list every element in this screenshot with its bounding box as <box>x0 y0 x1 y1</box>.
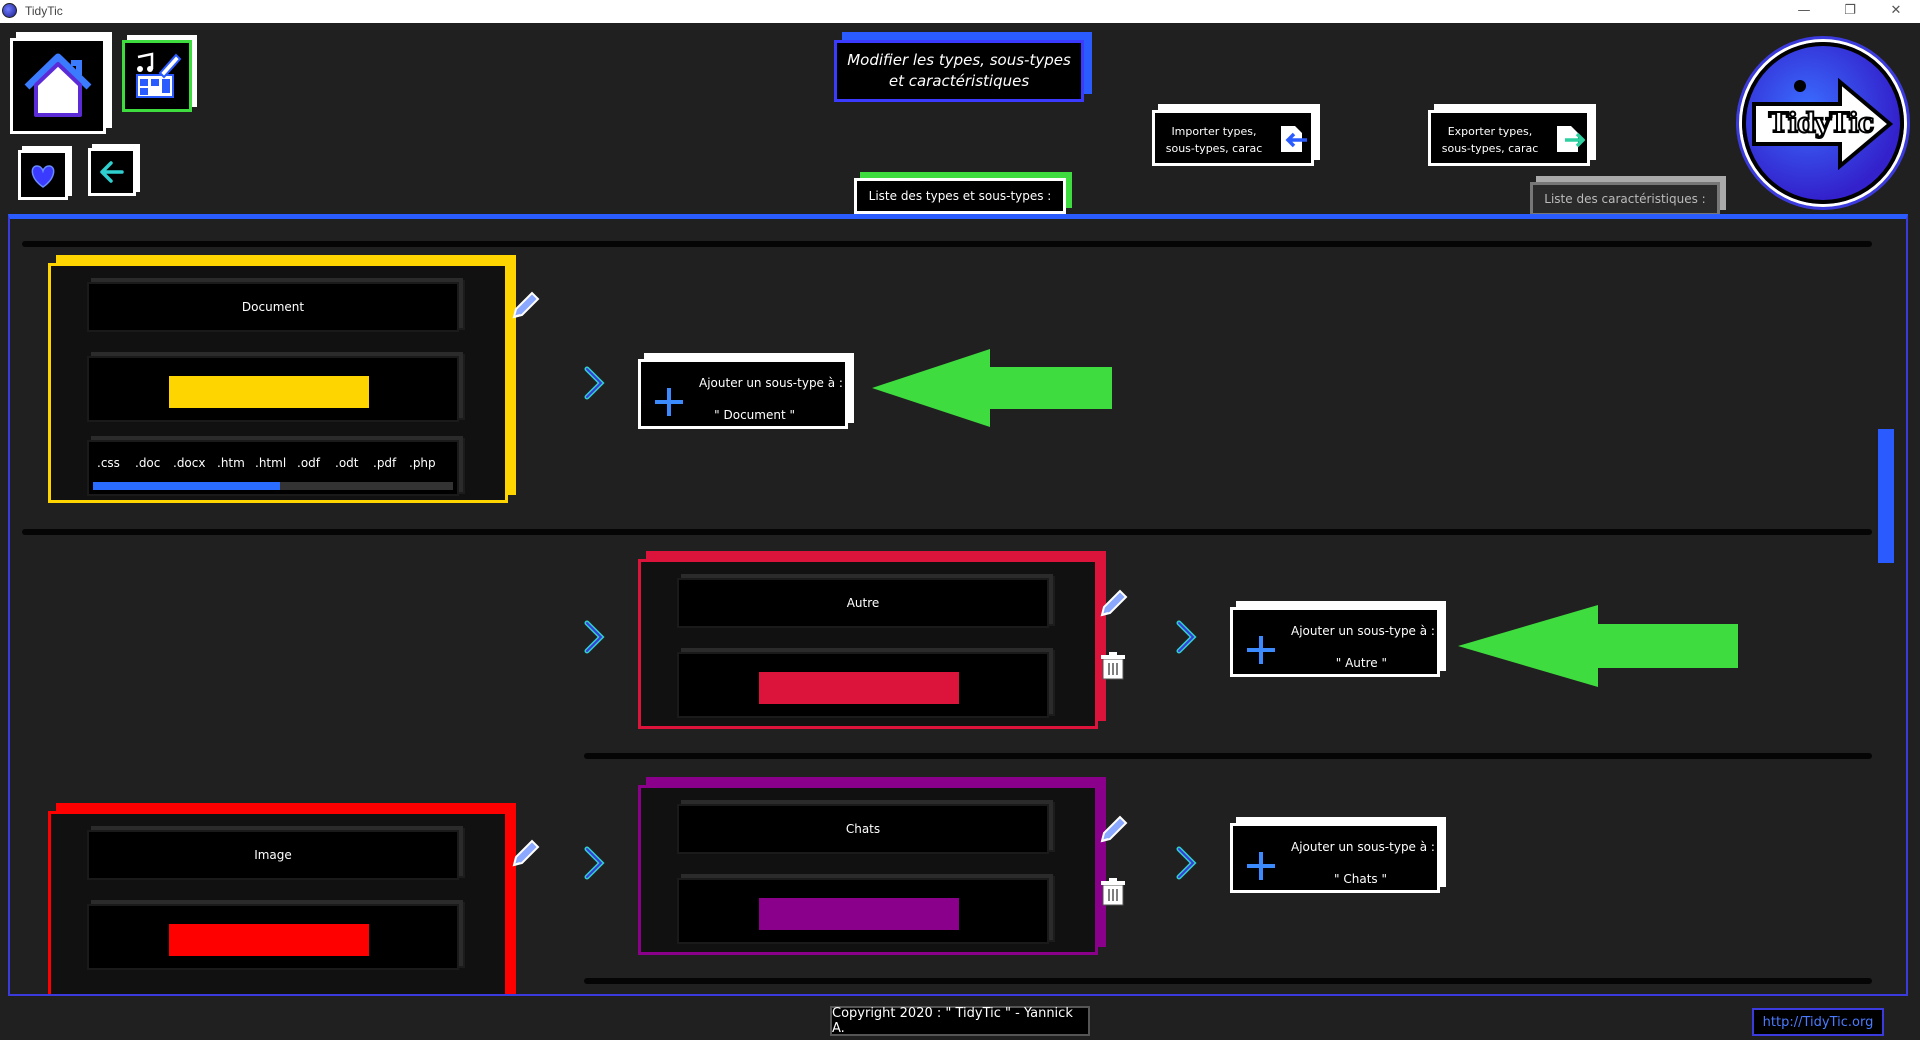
separator <box>22 241 1872 247</box>
page-title: Modifier les types, sous-types et caract… <box>834 40 1084 102</box>
extensions-list: .css .doc .docx .htm .html .odf .odt .pd… <box>87 440 459 496</box>
green-arrow-icon <box>1458 605 1738 687</box>
import-icon <box>1281 126 1307 152</box>
logo-arrow-icon <box>1752 77 1894 171</box>
add-subtype-target: " Document " <box>714 408 795 422</box>
add-subtype-autre-button[interactable]: Ajouter un sous-type à : " Autre " <box>1230 607 1440 677</box>
import-button[interactable]: Importer types, sous-types, carac <box>1152 110 1314 166</box>
type-name: Image <box>87 830 459 880</box>
extension: .html <box>255 456 287 470</box>
extensions-scrollbar[interactable] <box>93 482 453 490</box>
extension: .css <box>97 456 120 470</box>
export-label-line1: Exporter types, <box>1447 125 1533 138</box>
type-color-swatch <box>169 376 369 408</box>
chevron-right-icon <box>1176 620 1197 654</box>
back-button[interactable] <box>88 148 136 196</box>
extension: .pdf <box>373 456 397 470</box>
extension: .htm <box>217 456 245 470</box>
subtype-card-chats[interactable]: Chats <box>638 785 1098 955</box>
chevron-right-icon <box>584 620 605 654</box>
copyright-footer: Copyright 2020 : " TidyTic " - Yannick A… <box>830 1006 1090 1036</box>
extension: .odt <box>335 456 359 470</box>
export-button[interactable]: Exporter types, sous-types, carac <box>1428 110 1590 166</box>
add-subtype-target: " Autre " <box>1335 656 1387 670</box>
home-icon <box>24 53 92 117</box>
separator <box>584 753 1872 759</box>
types-panel: Document .css .doc .docx .htm .html .odf… <box>8 214 1908 996</box>
chevron-right-icon <box>1176 846 1197 880</box>
page-title-line1: Modifier les types, sous-types <box>847 51 1071 69</box>
minimize-button[interactable]: — <box>1797 3 1811 18</box>
heart-icon <box>31 165 55 188</box>
pencil-icon[interactable] <box>510 839 540 869</box>
add-subtype-document-button[interactable]: Ajouter un sous-type à : " Document " <box>638 359 848 429</box>
pencil-icon[interactable] <box>510 291 540 321</box>
scrollbar-thumb[interactable] <box>1878 429 1894 563</box>
add-subtype-label: Ajouter un sous-type à : <box>1291 840 1435 854</box>
home-button[interactable] <box>10 38 106 134</box>
subtype-color-slot <box>677 652 1049 718</box>
page-title-line2: et caractéristiques <box>888 72 1030 90</box>
add-subtype-target: " Chats " <box>1334 872 1387 886</box>
tab-types-list[interactable]: Liste des types et sous-types : <box>854 178 1066 214</box>
logo-text: TidyTic <box>1768 107 1876 140</box>
add-subtype-label: Ajouter un sous-type à : <box>1291 624 1435 638</box>
favorites-button[interactable] <box>18 150 68 200</box>
extension: .docx <box>173 456 206 470</box>
plus-icon <box>1247 636 1275 664</box>
type-color-slot <box>87 904 459 970</box>
subtype-color-swatch <box>759 898 959 930</box>
close-button[interactable]: ✕ <box>1890 3 1902 18</box>
subtype-name: Chats <box>677 804 1049 854</box>
website-link[interactable]: http://TidyTic.org <box>1752 1008 1884 1036</box>
pencil-icon[interactable] <box>1098 589 1128 619</box>
type-card-document[interactable]: Document .css .doc .docx .htm .html .odf… <box>48 263 508 503</box>
tidytic-logo: TidyTic <box>1742 42 1904 204</box>
export-icon <box>1557 126 1585 152</box>
pencil-icon[interactable] <box>1098 815 1128 845</box>
trash-icon[interactable] <box>1100 651 1126 681</box>
type-color-swatch <box>169 924 369 956</box>
plus-icon <box>1247 852 1275 880</box>
extension: .php <box>409 456 436 470</box>
add-subtype-label: Ajouter un sous-type à : <box>699 376 843 390</box>
type-card-image[interactable]: Image <box>48 811 508 994</box>
type-color-slot <box>87 356 459 422</box>
extension: .odf <box>297 456 320 470</box>
subtype-card-autre[interactable]: Autre <box>638 559 1098 729</box>
media-edit-icon <box>136 52 182 98</box>
separator <box>22 529 1872 535</box>
maximize-button[interactable]: ❐ <box>1844 3 1856 18</box>
export-label-line2: sous-types, carac <box>1441 142 1539 155</box>
window-titlebar: TidyTic — ❐ ✕ <box>0 0 1920 23</box>
add-subtype-chats-button[interactable]: Ajouter un sous-type à : " Chats " <box>1230 823 1440 893</box>
import-label-line2: sous-types, carac <box>1165 142 1263 155</box>
green-arrow-icon <box>872 349 1112 427</box>
extension: .doc <box>135 456 161 470</box>
subtype-name: Autre <box>677 578 1049 628</box>
window-title: TidyTic <box>25 4 63 18</box>
tab-characteristics-list[interactable]: Liste des caractéristiques : <box>1530 182 1720 216</box>
import-label-line1: Importer types, <box>1171 125 1257 138</box>
chevron-right-icon <box>584 366 605 400</box>
subtype-color-slot <box>677 878 1049 944</box>
media-edit-button[interactable] <box>122 40 192 112</box>
back-arrow-icon <box>100 161 124 183</box>
type-name: Document <box>87 282 459 332</box>
plus-icon <box>655 388 683 416</box>
chevron-right-icon <box>584 846 605 880</box>
subtype-color-swatch <box>759 672 959 704</box>
app-icon <box>2 3 17 18</box>
trash-icon[interactable] <box>1100 877 1126 907</box>
extensions-scrollbar-thumb[interactable] <box>93 482 281 490</box>
separator <box>584 978 1872 984</box>
